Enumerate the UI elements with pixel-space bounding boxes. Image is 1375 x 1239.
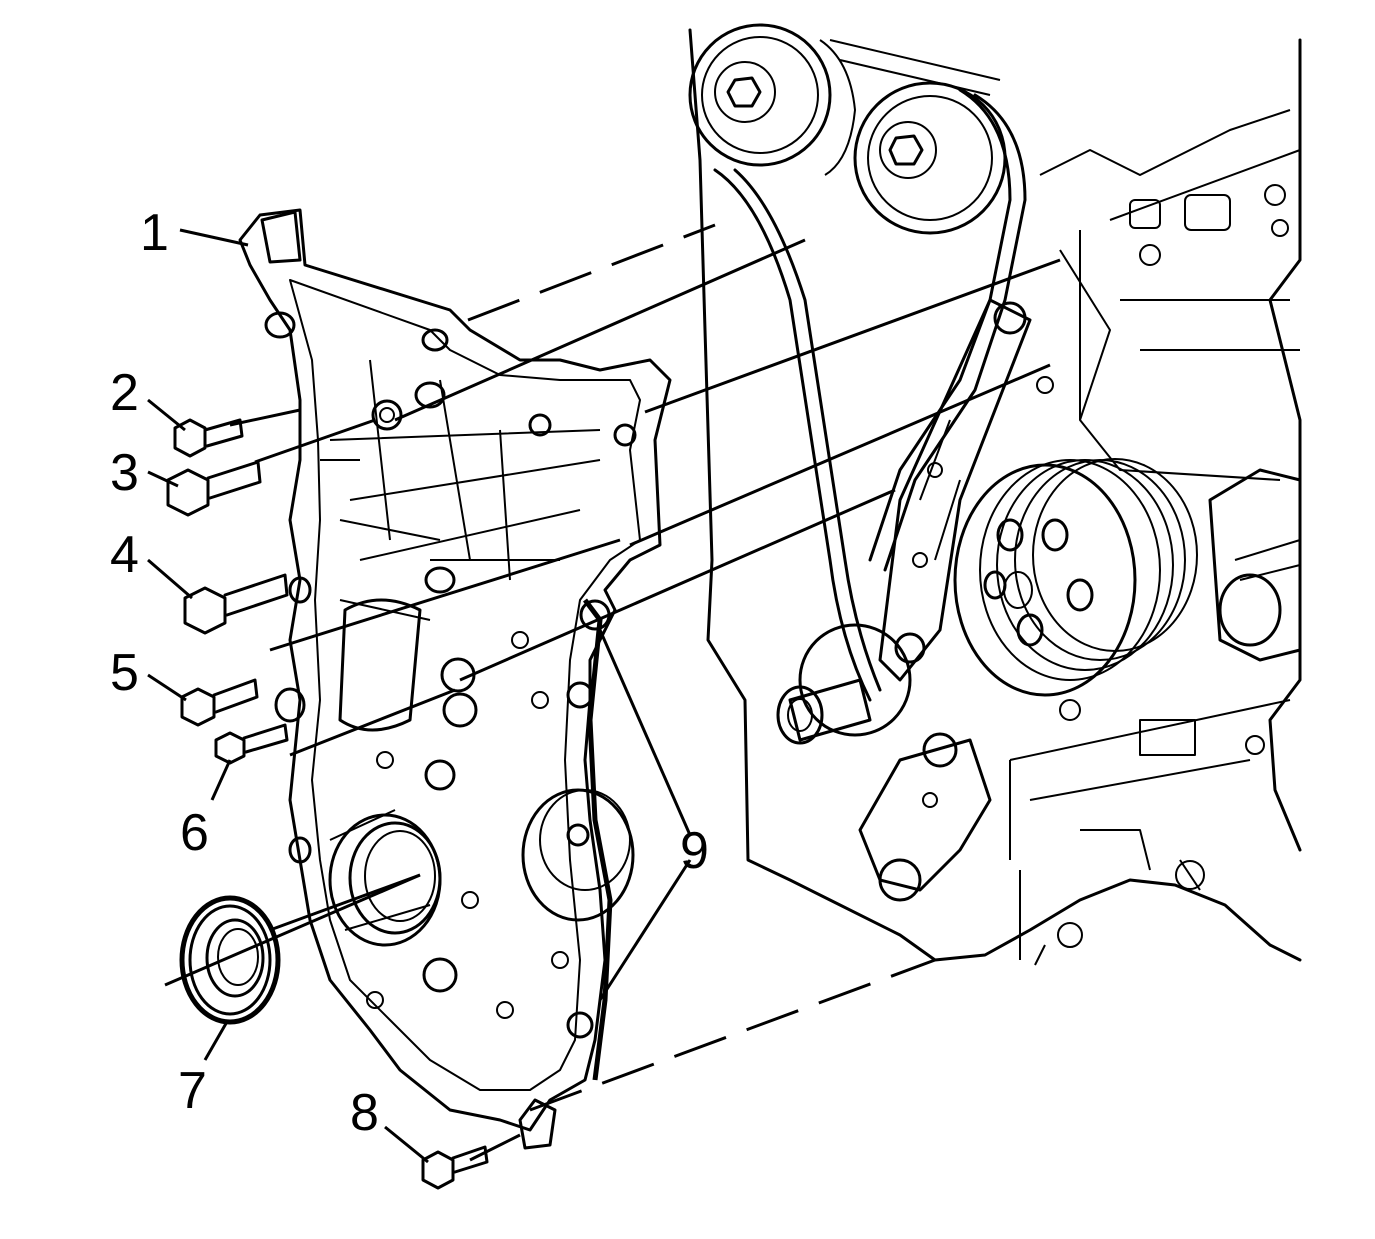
callout-leaders (147, 228, 692, 1164)
callout-7: 7 (178, 1062, 207, 1120)
callout-5: 5 (110, 644, 139, 702)
crankshaft-front-oil-seal (179, 873, 421, 1025)
thermostat-housing (1208, 468, 1302, 662)
camshaft-sprocket-left (688, 23, 856, 176)
bolt-5 (180, 678, 259, 727)
alignment-lines (164, 223, 1061, 1112)
bolt-3 (166, 418, 376, 517)
callout-6: 6 (180, 804, 209, 862)
crankshaft-sprocket (776, 623, 912, 745)
callout-3: 3 (110, 444, 139, 502)
bolt-2 (173, 408, 301, 458)
bolt-4 (183, 573, 289, 635)
bolt-8 (421, 1133, 521, 1190)
callout-labels: 1 2 3 4 5 6 7 8 9 (110, 204, 709, 1142)
lower-chain-tensioner (858, 732, 992, 902)
camshaft-sprocket-right (853, 81, 1007, 235)
callout-9: 9 (680, 822, 709, 880)
callout-8: 8 (350, 1084, 379, 1142)
callout-4: 4 (110, 526, 139, 584)
engine-block (688, 28, 1302, 966)
bolt-6 (214, 723, 289, 765)
callout-2: 2 (110, 364, 139, 422)
callout-1: 1 (140, 204, 169, 262)
engine-front-cover (238, 208, 672, 1150)
water-pump-pulley (953, 458, 1198, 697)
chain-tensioner-guide (878, 298, 1032, 682)
